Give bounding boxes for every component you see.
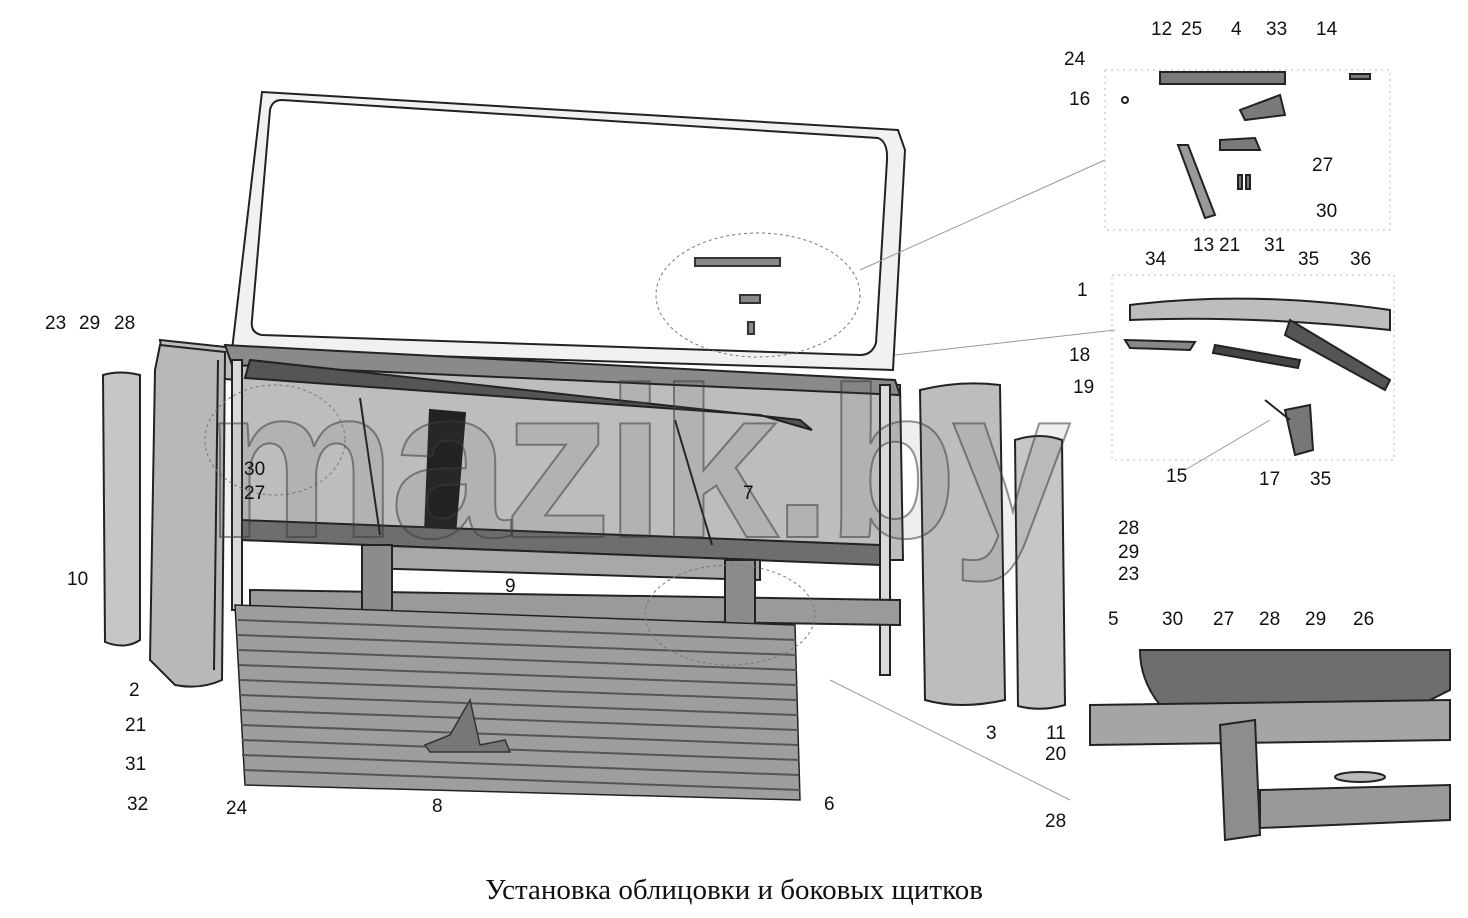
callout-21-top: 21 — [1219, 235, 1241, 256]
callout-32: 32 — [127, 794, 149, 815]
inset-hinge-detail — [1104, 69, 1391, 231]
callout-7: 7 — [743, 483, 754, 504]
callout-31-top: 31 — [1264, 235, 1286, 256]
callout-29-left: 29 — [79, 313, 101, 334]
callout-31-left: 31 — [125, 754, 147, 775]
callout-27-left: 27 — [244, 483, 266, 504]
callout-30-inset: 30 — [1162, 609, 1184, 630]
callout-27-top: 27 — [1312, 155, 1334, 176]
callout-11: 11 — [1046, 723, 1066, 744]
callout-8: 8 — [432, 796, 443, 817]
callout-3: 3 — [986, 723, 997, 744]
callout-29-inset: 29 — [1305, 609, 1327, 630]
callout-16: 16 — [1069, 89, 1091, 110]
callout-34: 34 — [1145, 249, 1167, 270]
callout-13: 13 — [1193, 235, 1215, 256]
callout-23-right: 23 — [1118, 564, 1140, 585]
callout-9: 9 — [505, 576, 516, 597]
callout-30-left: 30 — [244, 459, 266, 480]
callout-1: 1 — [1077, 280, 1088, 301]
callout-21-left: 21 — [125, 715, 147, 736]
callout-12: 12 — [1151, 19, 1173, 40]
figure-caption: Установка облицовки и боковых щитков — [485, 874, 983, 906]
callout-6: 6 — [824, 794, 835, 815]
callout-33: 33 — [1266, 19, 1288, 40]
callout-24-top: 24 — [1064, 49, 1086, 70]
cab-windshield-frame — [230, 90, 907, 372]
callout-35-top: 35 — [1298, 249, 1320, 270]
callout-5: 5 — [1108, 609, 1119, 630]
callout-2: 2 — [129, 680, 140, 701]
detail-ellipses — [204, 232, 861, 666]
callout-30-top: 30 — [1316, 201, 1338, 222]
lower-crossbar — [249, 543, 901, 631]
right-shields — [918, 382, 1067, 710]
callout-25: 25 — [1181, 19, 1203, 40]
callout-23-left: 23 — [45, 313, 67, 334]
callout-35-bottom: 35 — [1310, 469, 1332, 490]
callout-18: 18 — [1069, 345, 1091, 366]
small-parts-ellipse — [694, 257, 781, 335]
callout-27-inset: 27 — [1213, 609, 1235, 630]
callout-14: 14 — [1316, 19, 1338, 40]
callout-10: 10 — [67, 569, 89, 590]
inset-bracket-detail — [1111, 274, 1395, 461]
inset-mount-detail — [1089, 649, 1451, 842]
callout-28-inset: 28 — [1259, 609, 1281, 630]
callout-28-right: 28 — [1118, 518, 1140, 539]
radiator-grille — [234, 604, 801, 801]
callout-24-bottom: 24 — [226, 798, 248, 819]
callout-17: 17 — [1259, 469, 1281, 490]
callout-19: 19 — [1073, 377, 1095, 398]
callout-26: 26 — [1353, 609, 1375, 630]
callout-20: 20 — [1045, 744, 1067, 765]
callout-29-right: 29 — [1118, 542, 1140, 563]
callout-28-bottom: 28 — [1045, 811, 1067, 832]
callout-28-left: 28 — [114, 313, 136, 334]
callout-36: 36 — [1350, 249, 1372, 270]
callout-15: 15 — [1166, 466, 1188, 487]
left-shield — [101, 343, 227, 688]
leader-lines — [829, 159, 1271, 801]
callout-4: 4 — [1231, 19, 1242, 40]
front-panel — [158, 338, 905, 567]
